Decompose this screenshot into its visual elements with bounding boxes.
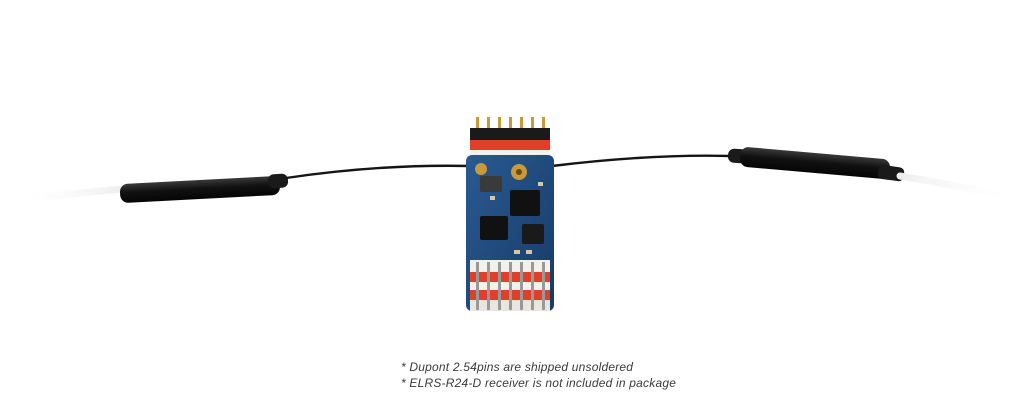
shipping-notes: * Dupont 2.54pins are shipped unsoldered… [401, 359, 676, 391]
note-receiver-not-included: * ELRS-R24-D receiver is not included in… [401, 376, 677, 390]
note-unsoldered-pins: * Dupont 2.54pins are shipped unsoldered [401, 360, 634, 374]
left-antenna [14, 164, 471, 203]
receiver-board [466, 117, 554, 311]
right-antenna [551, 147, 1014, 201]
